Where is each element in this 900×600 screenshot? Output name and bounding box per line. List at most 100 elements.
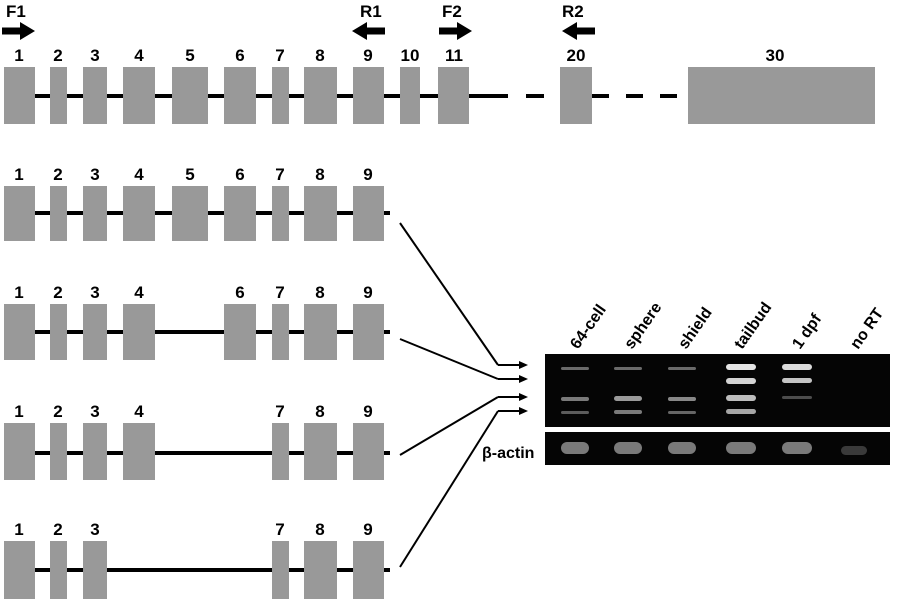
lane-label: 1 dpf [789, 311, 825, 353]
gel-band [782, 364, 812, 370]
gel-lane-labels: 64-cell sphere shield tailbud 1 dpf no R… [567, 299, 887, 352]
gene-structure: 1 2 3 4 5 6 7 8 9 10 11 20 30 [4, 46, 875, 124]
primer-label: R1 [360, 2, 382, 21]
exon-label: 9 [363, 46, 372, 65]
exon-label: 3 [90, 165, 99, 184]
exon-block [172, 186, 208, 241]
exon-label: 4 [134, 46, 144, 65]
gel-band [668, 397, 696, 401]
gel-band [841, 446, 867, 455]
exon-block [123, 186, 155, 241]
exon-label: 5 [185, 165, 194, 184]
exon-label: 1 [14, 520, 23, 539]
gel-band [782, 442, 812, 454]
exon-label: 6 [235, 46, 244, 65]
exon-label: 8 [315, 402, 324, 421]
gel-background [545, 432, 890, 465]
exon-label: 2 [53, 402, 62, 421]
exon-label: 6 [235, 283, 244, 302]
right-arrow-icon [2, 22, 35, 40]
exon-block [50, 541, 67, 599]
gel-background [545, 354, 890, 427]
exon-label: 8 [315, 46, 324, 65]
exon-block [50, 304, 67, 360]
arrowhead-icon [519, 361, 528, 369]
exon-block [50, 67, 67, 124]
lane-label: shield [675, 305, 715, 353]
exon-block [50, 186, 67, 241]
exon-label: 9 [363, 402, 372, 421]
exon-label: 1 [14, 283, 23, 302]
exon-block [123, 67, 155, 124]
exon-block [400, 67, 420, 124]
exon-block [272, 67, 289, 124]
exon-label: 1 [14, 402, 23, 421]
gel-band [726, 364, 756, 370]
gel-band [614, 367, 642, 370]
isoform-to-band-connectors [399, 222, 528, 568]
arrowhead-icon [519, 393, 528, 401]
exon-label: 1 [14, 46, 23, 65]
gel-band [668, 411, 696, 414]
exon-label: 8 [315, 283, 324, 302]
gel-band [614, 396, 642, 401]
gel-band [614, 442, 642, 454]
exon-label: 3 [90, 402, 99, 421]
exon-block [304, 541, 337, 599]
isoform-2: 1 2 3 4 6 7 8 9 [4, 283, 390, 360]
exon-label: 9 [363, 165, 372, 184]
gel-band [726, 442, 756, 454]
gel-band [726, 378, 756, 384]
exon-block [304, 186, 337, 241]
connector-line [399, 222, 499, 366]
exon-block [353, 423, 384, 480]
exon-block [83, 67, 107, 124]
primer-label: R2 [562, 2, 584, 21]
connector-line [399, 338, 499, 380]
exon-label: 1 [14, 165, 23, 184]
left-arrow-icon [562, 22, 595, 40]
exon-block [83, 304, 107, 360]
beta-actin-label: β-actin [482, 445, 534, 462]
rt-pcr-gel [545, 354, 890, 427]
exon-label: 7 [275, 520, 284, 539]
exon-block [123, 304, 155, 360]
gel-band [561, 367, 589, 370]
exon-label: 3 [90, 283, 99, 302]
exon-block [438, 67, 469, 124]
lane-label: sphere [621, 299, 665, 352]
primer-arrows: F1 R1 F2 R2 [2, 2, 595, 40]
exon-block [123, 423, 155, 480]
primer-r2: R2 [562, 2, 595, 40]
exon-block [272, 186, 289, 241]
exon-label: 3 [90, 520, 99, 539]
exon-label: 8 [315, 165, 324, 184]
exon-label: 7 [275, 165, 284, 184]
exon-label: 4 [134, 165, 144, 184]
exon-block [272, 541, 289, 599]
exon-label: 7 [275, 46, 284, 65]
primer-label: F1 [6, 2, 26, 21]
exon-block [353, 67, 384, 124]
exon-label: 2 [53, 46, 62, 65]
exon-label: 4 [134, 283, 144, 302]
exon-block [353, 304, 384, 360]
exon-label: 6 [235, 165, 244, 184]
primer-label: F2 [442, 2, 462, 21]
lane-label: 64-cell [567, 302, 609, 353]
isoform-4: 1 2 3 7 8 9 [4, 520, 390, 599]
gel-band [726, 409, 756, 414]
exon-label: 10 [401, 46, 420, 65]
gel-band [561, 442, 589, 454]
exon-label: 5 [185, 46, 194, 65]
exon-block [224, 186, 256, 241]
exon-label: 2 [53, 165, 62, 184]
exon-block [50, 423, 67, 480]
arrowhead-icon [519, 375, 528, 383]
exon-block [304, 423, 337, 480]
exon-block [224, 67, 256, 124]
exon-label: 20 [567, 46, 586, 65]
exon-block [172, 67, 208, 124]
connector-line [399, 396, 499, 456]
